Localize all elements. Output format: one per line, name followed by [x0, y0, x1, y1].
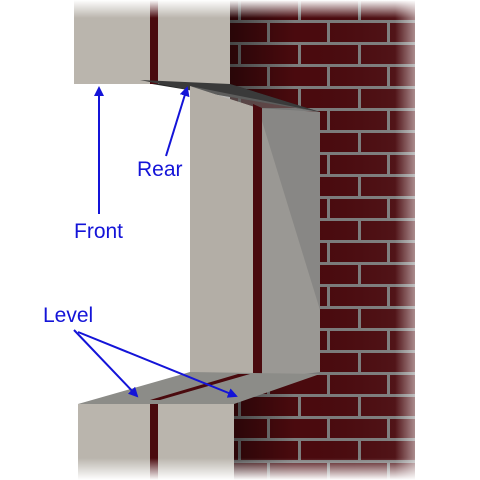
level-arrow-right [77, 331, 238, 398]
level-arrow-left [73, 329, 139, 398]
rear-arrow [165, 86, 190, 157]
rear-label: Rear [137, 158, 183, 181]
reveal-jamb [190, 86, 320, 380]
front-label: Front [74, 220, 124, 243]
level-label: Level [43, 304, 94, 327]
annotation-arrows [73, 86, 238, 398]
